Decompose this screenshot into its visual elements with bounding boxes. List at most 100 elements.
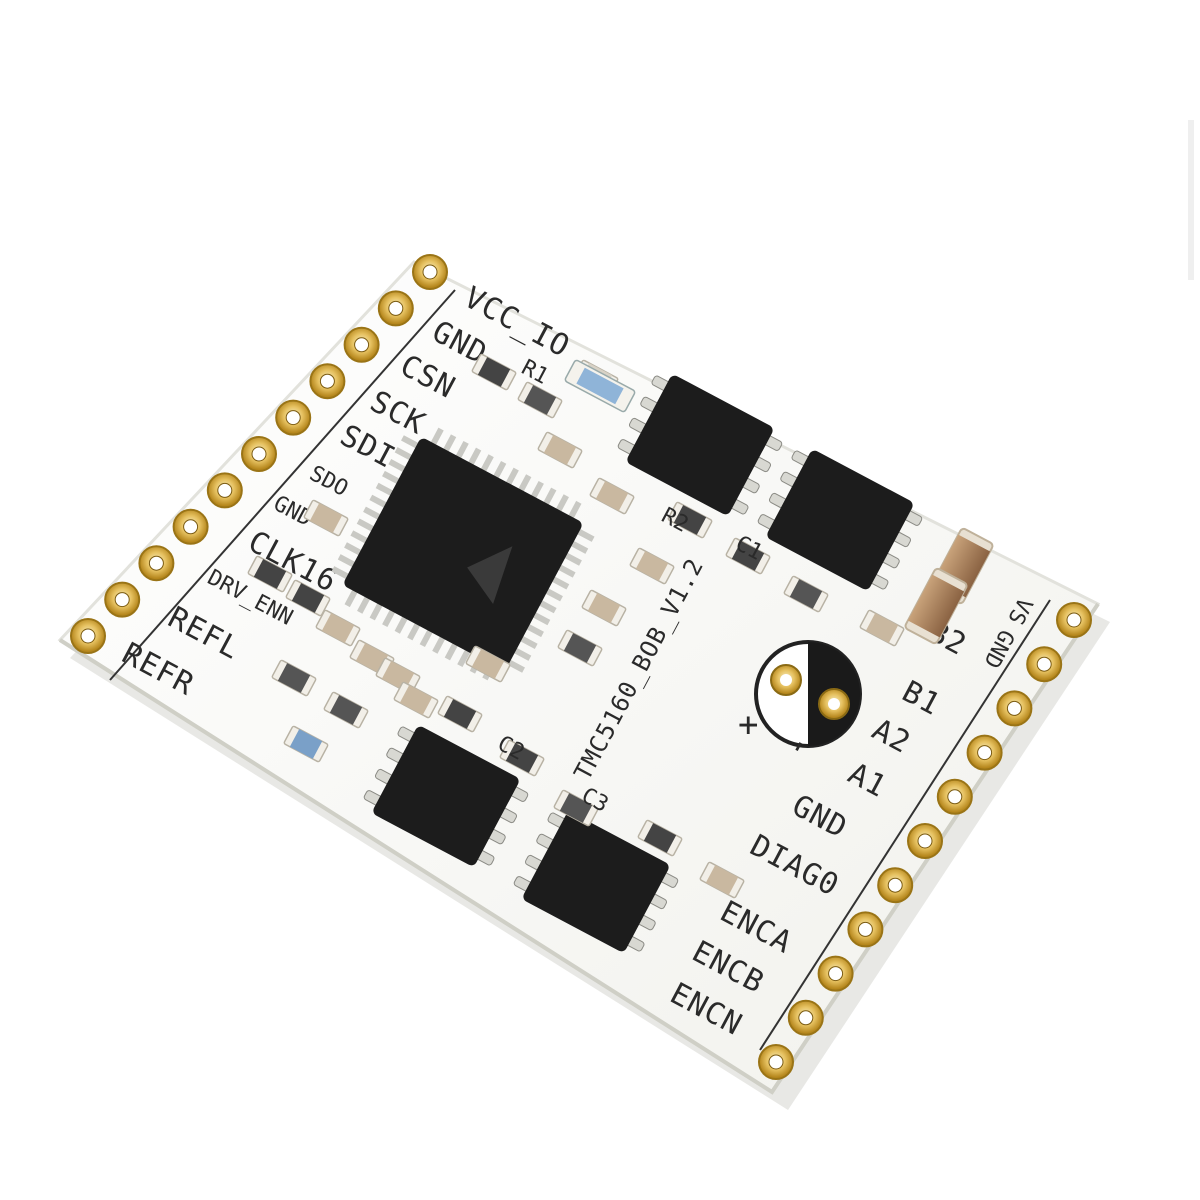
chip-pin	[457, 648, 471, 668]
chip-pin	[401, 435, 420, 449]
chip-pin	[356, 518, 376, 533]
chip-pin	[517, 474, 532, 493]
chip-pin	[363, 506, 382, 521]
chip-pin	[442, 434, 457, 454]
polarity-hole-minus	[828, 698, 840, 710]
mosfet-packages	[363, 375, 923, 952]
smd-passives	[247, 353, 905, 899]
chip-pin	[382, 470, 401, 485]
left-header-pad	[412, 254, 448, 290]
smd-component	[581, 589, 627, 627]
chip-pin	[555, 494, 569, 513]
chip-pin	[432, 634, 446, 654]
chip-pin	[407, 621, 421, 641]
smd-component	[285, 579, 331, 617]
polarity-marking: + -	[738, 640, 862, 764]
chip-pin	[542, 487, 557, 507]
right-header-pad	[1026, 646, 1063, 683]
image-edge-artifact	[1188, 120, 1194, 280]
smd-component	[629, 547, 675, 585]
chip-body	[344, 438, 582, 670]
chip-pin	[455, 440, 469, 460]
chip-pin	[375, 482, 395, 497]
chip-pins	[331, 427, 595, 681]
main-controller-chip	[331, 427, 595, 681]
chip-top-sheen	[344, 438, 582, 670]
smd-component	[725, 537, 771, 575]
left-header-pad	[138, 545, 175, 582]
left-header-pad	[206, 472, 243, 509]
chip-pin	[505, 467, 519, 487]
smd-component	[315, 609, 361, 647]
smd-component	[667, 501, 713, 539]
smd-component	[589, 477, 635, 515]
right-header-pad	[877, 867, 914, 904]
chip-pin	[350, 530, 370, 545]
chip-pin	[357, 595, 371, 614]
smd-component	[283, 725, 329, 763]
left-header-pad	[172, 508, 209, 545]
chip-pin	[429, 427, 444, 447]
chip-pin	[556, 563, 576, 578]
chip-pin	[544, 587, 563, 602]
smd-component	[471, 353, 517, 391]
right-header-pad	[817, 955, 854, 992]
right-header-outline	[759, 599, 1051, 1051]
smd-component	[557, 629, 603, 667]
smd-component	[537, 431, 583, 469]
chip-pin	[467, 447, 482, 467]
right-header-pad	[1056, 602, 1092, 638]
smd-component	[783, 575, 829, 613]
chip-pin	[550, 575, 570, 590]
chip-pin	[369, 601, 384, 621]
soic8-package	[757, 450, 923, 590]
chip-pin	[530, 480, 544, 500]
soic-body	[373, 726, 519, 866]
smd-component	[465, 645, 511, 683]
smd-component	[859, 609, 905, 647]
smd-component	[517, 381, 563, 419]
chip-pin	[506, 659, 525, 673]
left-header-pad	[343, 326, 380, 363]
smd-component	[393, 681, 439, 719]
chip-pin	[369, 494, 389, 509]
chip-pin	[575, 528, 595, 542]
soic8-package	[513, 812, 679, 952]
soic8-package	[617, 375, 783, 515]
bulk-capacitors	[904, 527, 994, 645]
chip-pin	[492, 460, 507, 480]
soic-body	[767, 450, 913, 590]
chip-pin	[444, 641, 459, 661]
smd-component	[637, 819, 683, 857]
smd-component	[437, 695, 483, 733]
chip-pin	[337, 554, 357, 568]
chip-pin	[567, 500, 582, 520]
chip-pin	[512, 647, 532, 661]
smd-component	[499, 739, 545, 777]
left-header-pad	[70, 618, 106, 654]
soic-body	[523, 812, 669, 952]
polarity-plus-sign: +	[738, 705, 759, 745]
left-header-pad	[241, 436, 277, 472]
right-header-pad	[758, 1044, 794, 1080]
chip-logo-icon	[467, 546, 513, 604]
chip-pin	[537, 599, 557, 614]
right-header-pad	[996, 690, 1033, 727]
smd-component	[553, 789, 599, 827]
led-component	[564, 359, 636, 413]
left-header-pad	[104, 581, 141, 618]
left-header-pad	[309, 363, 346, 400]
soic8-package	[363, 726, 529, 866]
chip-pin	[331, 566, 351, 580]
chip-pin	[419, 628, 434, 648]
right-header-pad	[936, 778, 973, 815]
chip-pin	[344, 542, 363, 557]
left-header-pad	[377, 290, 414, 327]
smd-component	[699, 861, 745, 899]
chip-pin	[480, 454, 494, 474]
chip-pin	[382, 608, 396, 628]
right-header-pads	[758, 602, 1092, 1080]
chip-pin	[518, 635, 538, 649]
chip-pin	[531, 611, 551, 626]
